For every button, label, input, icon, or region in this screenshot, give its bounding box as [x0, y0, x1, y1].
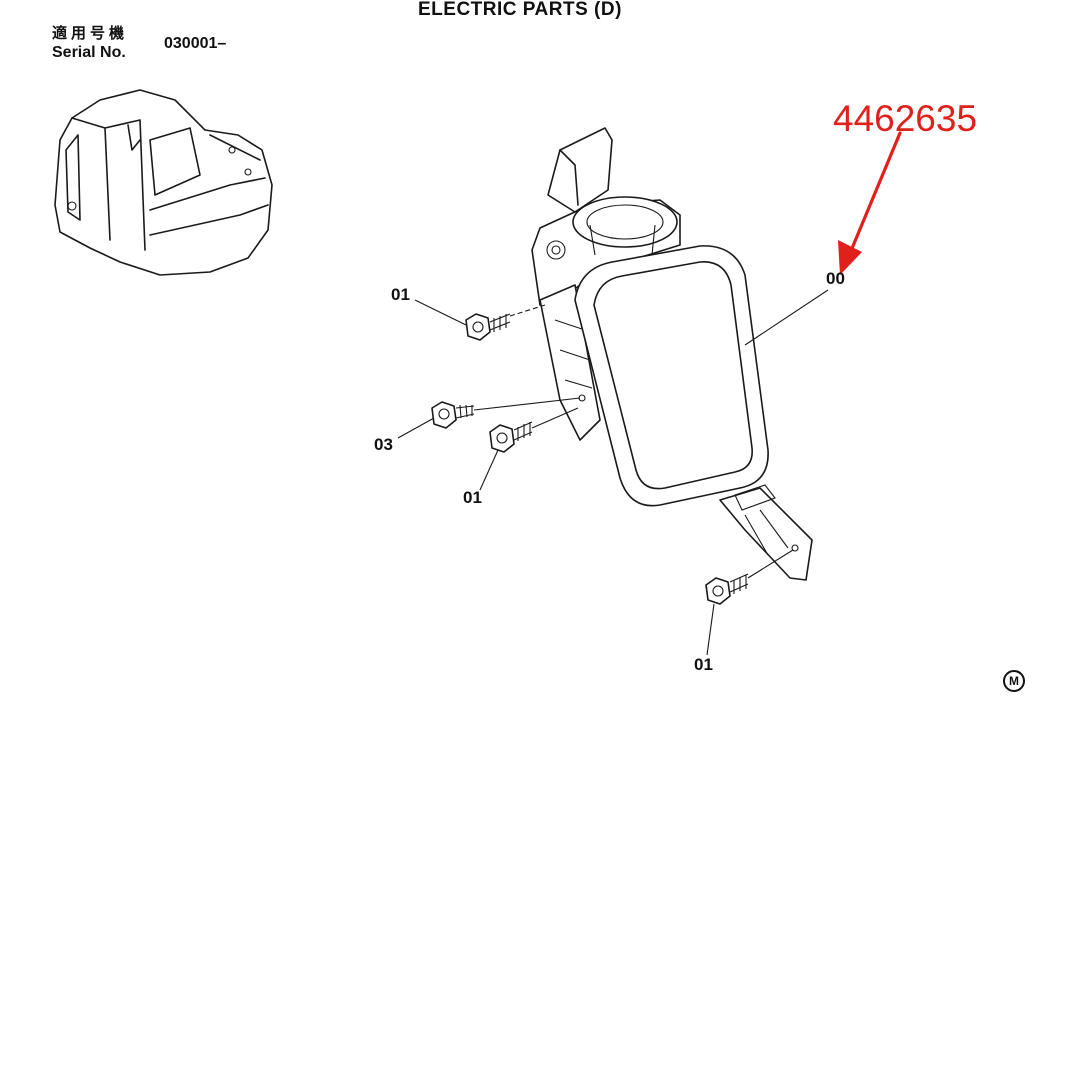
annotation-arrow — [838, 131, 902, 275]
callout-bolt-bottom: 01 — [694, 655, 713, 674]
serial-label-en: Serial No. — [52, 44, 126, 61]
screw-03 — [431, 401, 475, 429]
mirror-head — [574, 245, 813, 581]
m-mark-symbol: M — [1003, 670, 1025, 692]
callout-screw: 03 — [374, 435, 393, 454]
callout-mirror: 00 — [826, 269, 845, 288]
leader-lines — [397, 289, 829, 656]
bolt-bottom — [705, 573, 749, 605]
serial-label-cn: 適用号機 — [52, 25, 129, 42]
callout-bolt-mid: 01 — [463, 488, 482, 507]
bolt-mid — [489, 421, 533, 453]
serial-number-value: 030001– — [164, 35, 227, 52]
page-title: ELECTRIC PARTS (D) — [418, 0, 622, 20]
part-number-annotation: 4462635 — [833, 98, 978, 139]
bolt-top — [465, 313, 511, 341]
mirror-bracket — [531, 127, 681, 441]
excavator-cab-thumbnail — [54, 89, 273, 276]
callout-bolt-top: 01 — [391, 285, 410, 304]
